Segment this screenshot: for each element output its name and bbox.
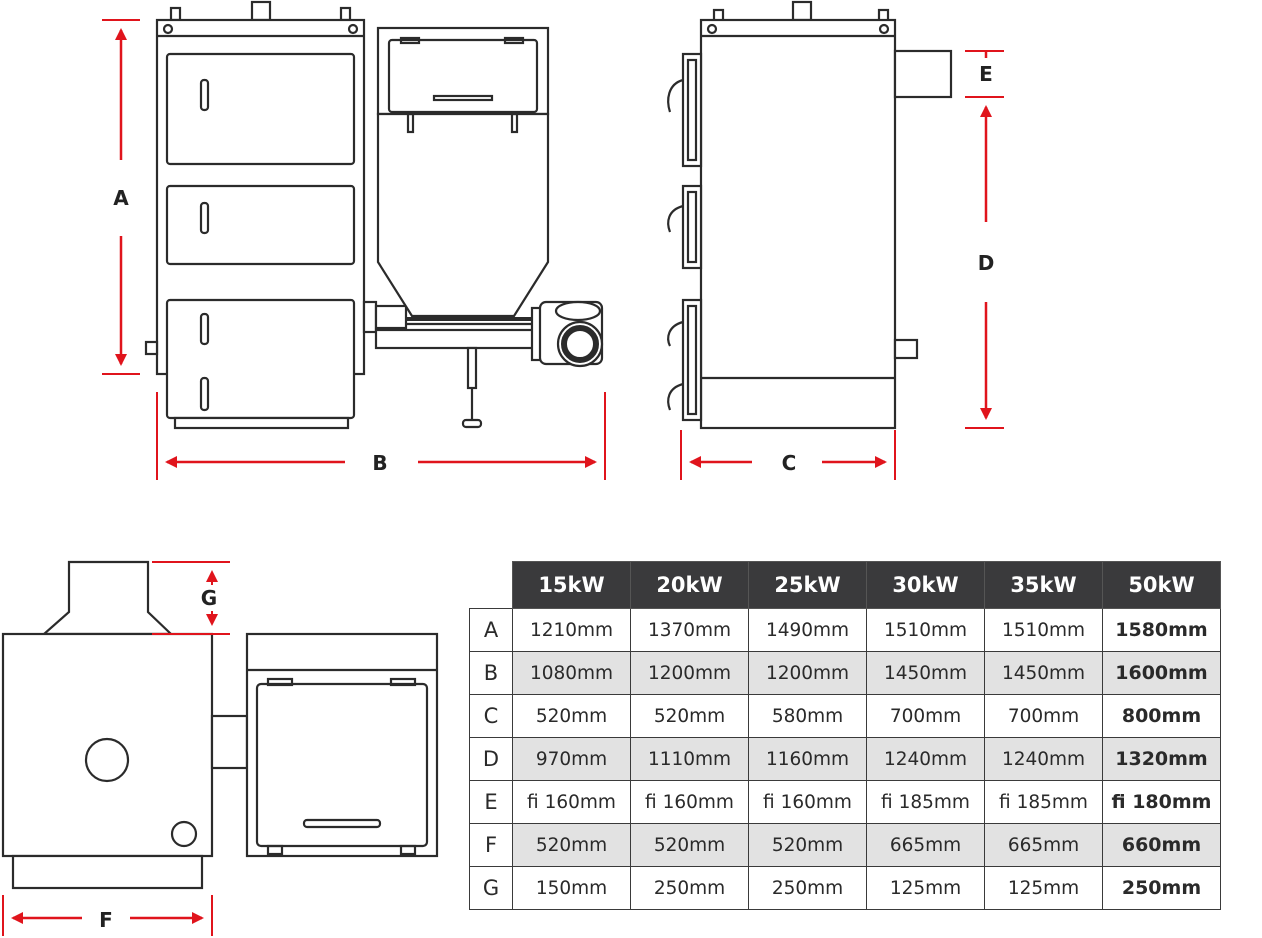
- top-view: [1, 560, 439, 890]
- table-cell: 1110mm: [630, 737, 749, 781]
- table-cell: 520mm: [630, 694, 749, 738]
- column-header: 15kW: [512, 561, 631, 609]
- row-label: B: [469, 651, 513, 695]
- table-header-row: 15kW 20kW 25kW 30kW 35kW 50kW: [469, 561, 1221, 609]
- table-cell: 700mm: [984, 694, 1103, 738]
- table-cell: 970mm: [512, 737, 631, 781]
- table-cell: 1320mm: [1102, 737, 1221, 781]
- table-cell: 1490mm: [748, 608, 867, 652]
- table-cell: 150mm: [512, 866, 631, 910]
- row-label: C: [469, 694, 513, 738]
- table-cell: 1450mm: [866, 651, 985, 695]
- column-header: 20kW: [630, 561, 749, 609]
- front-view: [144, 0, 604, 430]
- table-cell: 1200mm: [630, 651, 749, 695]
- table-cell: 1370mm: [630, 608, 749, 652]
- column-header: 50kW: [1102, 561, 1221, 609]
- table-cell: 1210mm: [512, 608, 631, 652]
- column-header: 30kW: [866, 561, 985, 609]
- table-cell: 250mm: [630, 866, 749, 910]
- dim-label-d: D: [978, 251, 995, 275]
- table-cell: 1510mm: [984, 608, 1103, 652]
- table-cell: 800mm: [1102, 694, 1221, 738]
- table-cell: 520mm: [512, 823, 631, 867]
- row-label: G: [469, 866, 513, 910]
- table-corner-cell: [469, 561, 513, 609]
- table-cell: fi 185mm: [866, 780, 985, 824]
- dimension-lines: [2, 19, 1004, 936]
- table-cell: 1080mm: [512, 651, 631, 695]
- column-header: 25kW: [748, 561, 867, 609]
- table-cell: 520mm: [748, 823, 867, 867]
- table-cell: 125mm: [866, 866, 985, 910]
- row-label: F: [469, 823, 513, 867]
- table-cell: fi 160mm: [748, 780, 867, 824]
- table-cell: fi 160mm: [512, 780, 631, 824]
- dim-label-a: A: [113, 186, 129, 210]
- table-cell: 1450mm: [984, 651, 1103, 695]
- table-cell: 1580mm: [1102, 608, 1221, 652]
- dim-label-c: C: [782, 451, 797, 475]
- table-cell: 1510mm: [866, 608, 985, 652]
- table-cell: 1600mm: [1102, 651, 1221, 695]
- dim-label-f: F: [99, 908, 113, 932]
- table-cell: fi 185mm: [984, 780, 1103, 824]
- table-cell: 665mm: [984, 823, 1103, 867]
- dim-label-b: B: [372, 451, 387, 475]
- table-cell: 125mm: [984, 866, 1103, 910]
- row-label: A: [469, 608, 513, 652]
- table-cell: 660mm: [1102, 823, 1221, 867]
- column-header: 35kW: [984, 561, 1103, 609]
- table-cell: 1200mm: [748, 651, 867, 695]
- side-view: [667, 0, 953, 430]
- table-cell: 700mm: [866, 694, 985, 738]
- table-cell: 250mm: [748, 866, 867, 910]
- dim-label-e: E: [979, 62, 993, 86]
- table-cell: 1240mm: [866, 737, 985, 781]
- table-cell: 250mm: [1102, 866, 1221, 910]
- table-cell: 520mm: [512, 694, 631, 738]
- table-cell: 665mm: [866, 823, 985, 867]
- dim-label-g: G: [201, 586, 217, 610]
- table-cell: 1240mm: [984, 737, 1103, 781]
- table-cell: 1160mm: [748, 737, 867, 781]
- row-label: E: [469, 780, 513, 824]
- table-cell: fi 160mm: [630, 780, 749, 824]
- table-cell: 520mm: [630, 823, 749, 867]
- table-cell: fi 180mm: [1102, 780, 1221, 824]
- row-label: D: [469, 737, 513, 781]
- table-cell: 580mm: [748, 694, 867, 738]
